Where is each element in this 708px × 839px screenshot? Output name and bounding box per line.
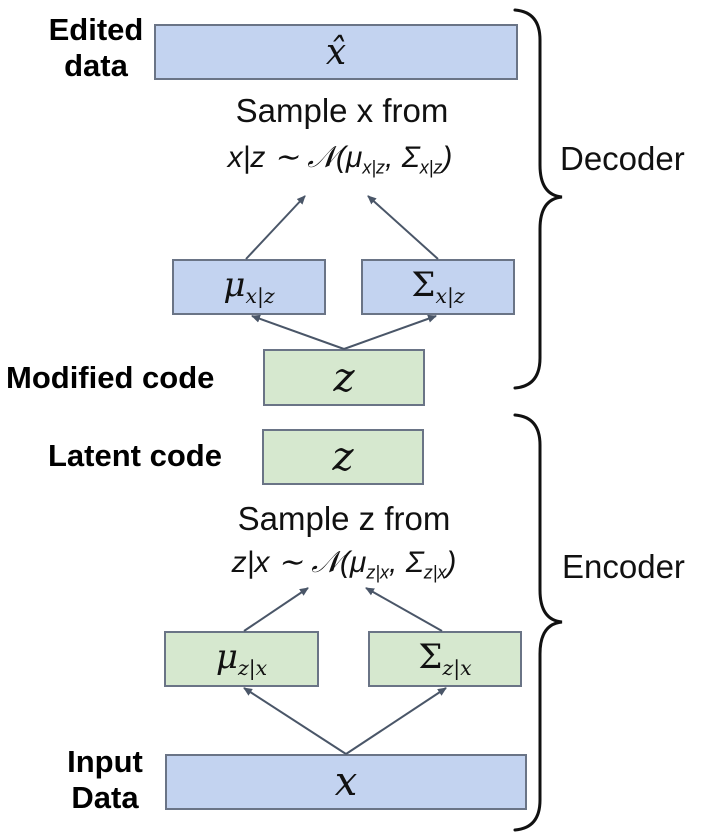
mu-symbol: μ (223, 265, 246, 306)
encoder-brace (513, 413, 563, 832)
latent-code-box: z (262, 429, 424, 485)
encoder-distribution: z|x ∼ 𝒩(μz|x, Σz|x) (231, 546, 457, 583)
arrow-x-to-mu (243, 687, 347, 755)
z-symbol: z (333, 354, 355, 401)
x-hat-symbol: x̂ (325, 31, 347, 73)
latent-code-label: Latent code (48, 438, 222, 473)
arrow-x-to-sigma (345, 687, 447, 755)
encoder-mu-box: μz|x (164, 631, 319, 687)
edited-data-label: Edited data (48, 12, 144, 83)
arrow-z-to-mu (251, 314, 345, 350)
arrow-sigma-to-sample-z (365, 587, 443, 632)
decoder-label: Decoder (560, 140, 685, 177)
decoder-sigma-box: Σx|z (361, 259, 515, 315)
decoder-sample-text: Sample x from (235, 92, 449, 129)
decoder-distribution: x|z ∼ 𝒩(μx|z, Σx|z) (227, 141, 453, 178)
sigma-symbol: Σ (418, 637, 443, 678)
modified-code-label: Modified code (6, 360, 215, 395)
decoder-brace (513, 8, 563, 390)
input-data-box: x (165, 754, 527, 810)
mu-symbol: μ (215, 637, 238, 678)
z-symbol: z (332, 434, 354, 480)
edited-data-box: x̂ (154, 24, 518, 80)
modified-code-box: z (263, 349, 425, 406)
encoder-sigma-box: Σz|x (368, 631, 522, 687)
x-symbol: x (334, 759, 358, 805)
encoder-label: Encoder (562, 548, 685, 585)
encoder-sample-text: Sample z from (237, 500, 451, 537)
arrow-mu-to-sample-z (243, 587, 309, 632)
arrow-mu-to-sample (245, 195, 306, 260)
input-data-label: Input Data (67, 744, 143, 815)
arrow-sigma-to-sample (367, 195, 439, 260)
sigma-symbol: Σ (411, 265, 436, 306)
decoder-mu-box: μx|z (172, 259, 326, 315)
arrow-z-to-sigma (343, 314, 437, 350)
